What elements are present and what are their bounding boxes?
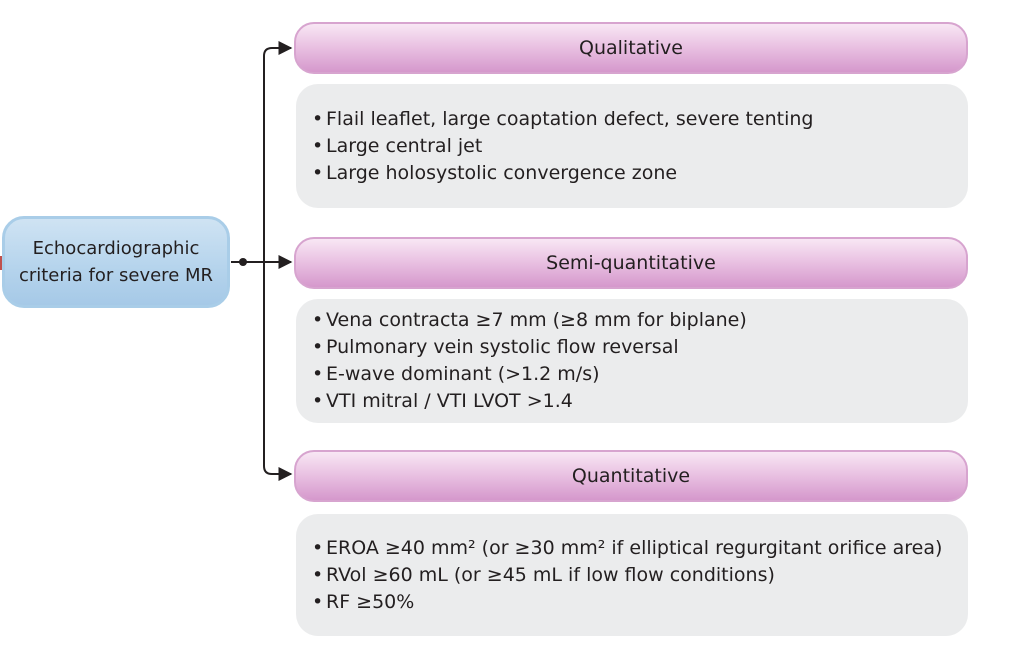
section-title-semi-quantitative: Semi-quantitative — [546, 252, 716, 274]
bullet-icon: • — [312, 590, 324, 613]
bullet-icon: • — [312, 563, 324, 586]
bullet-icon: • — [312, 536, 324, 559]
bullet-icon: • — [312, 134, 324, 157]
left-edge-mark — [0, 256, 3, 270]
bullet-icon: • — [312, 390, 324, 412]
list-item-text: RF ≥50% — [326, 590, 415, 613]
list-item-text: Pulmonary vein systolic flow reversal — [326, 336, 679, 358]
list-item: •RF ≥50% — [312, 589, 968, 616]
list-item-text: VTI mitral / VTI LVOT >1.4 — [326, 390, 573, 412]
section-content-semi-quantitative: •Vena contracta ≥7 mm (≥8 mm for biplane… — [296, 299, 968, 423]
section-header-semi-quantitative: Semi-quantitative — [294, 237, 968, 289]
section-content-qualitative: •Flail leaflet, large coaptation defect,… — [296, 84, 968, 208]
bullet-icon: • — [312, 336, 324, 358]
root-label-line-1: Echocardiographic — [32, 238, 200, 259]
list-item-text: Large holosystolic convergence zone — [326, 161, 678, 184]
list-item: •Pulmonary vein systolic flow reversal — [312, 334, 968, 361]
bullet-icon: • — [312, 309, 324, 331]
list-item: •Vena contracta ≥7 mm (≥8 mm for biplane… — [312, 307, 968, 334]
root-label-line-2: criteria for severe MR — [18, 265, 214, 286]
list-item-text: EROA ≥40 mm² (or ≥30 mm² if elliptical r… — [326, 536, 943, 559]
list-item-text: RVol ≥60 mL (or ≥45 mL if low flow condi… — [326, 563, 775, 586]
section-title-qualitative: Qualitative — [579, 37, 683, 59]
section-header-quantitative: Quantitative — [294, 450, 968, 502]
connector-junction-dot — [239, 258, 247, 266]
root-node: Echocardiographic criteria for severe MR — [2, 216, 230, 308]
list-item: •Large holosystolic convergence zone — [312, 160, 968, 187]
list-item-text: Large central jet — [326, 134, 483, 157]
list-item: •RVol ≥60 mL (or ≥45 mL if low flow cond… — [312, 562, 968, 589]
list-item-text: Flail leaflet, large coaptation defect, … — [326, 107, 814, 130]
bullet-icon: • — [312, 107, 324, 130]
list-item: •E-wave dominant (>1.2 m/s) — [312, 361, 968, 388]
list-item: •VTI mitral / VTI LVOT >1.4 — [312, 388, 968, 415]
list-item: •Large central jet — [312, 133, 968, 160]
section-content-quantitative: •EROA ≥40 mm² (or ≥30 mm² if elliptical … — [296, 514, 968, 636]
list-item-text: E-wave dominant (>1.2 m/s) — [326, 363, 600, 385]
bullet-icon: • — [312, 161, 324, 184]
list-item-text: Vena contracta ≥7 mm (≥8 mm for biplane) — [326, 309, 747, 331]
list-item: •Flail leaflet, large coaptation defect,… — [312, 106, 968, 133]
section-title-quantitative: Quantitative — [571, 465, 691, 487]
bullet-icon: • — [312, 363, 324, 385]
section-header-qualitative: Qualitative — [294, 22, 968, 74]
list-item: •EROA ≥40 mm² (or ≥30 mm² if elliptical … — [312, 535, 968, 562]
